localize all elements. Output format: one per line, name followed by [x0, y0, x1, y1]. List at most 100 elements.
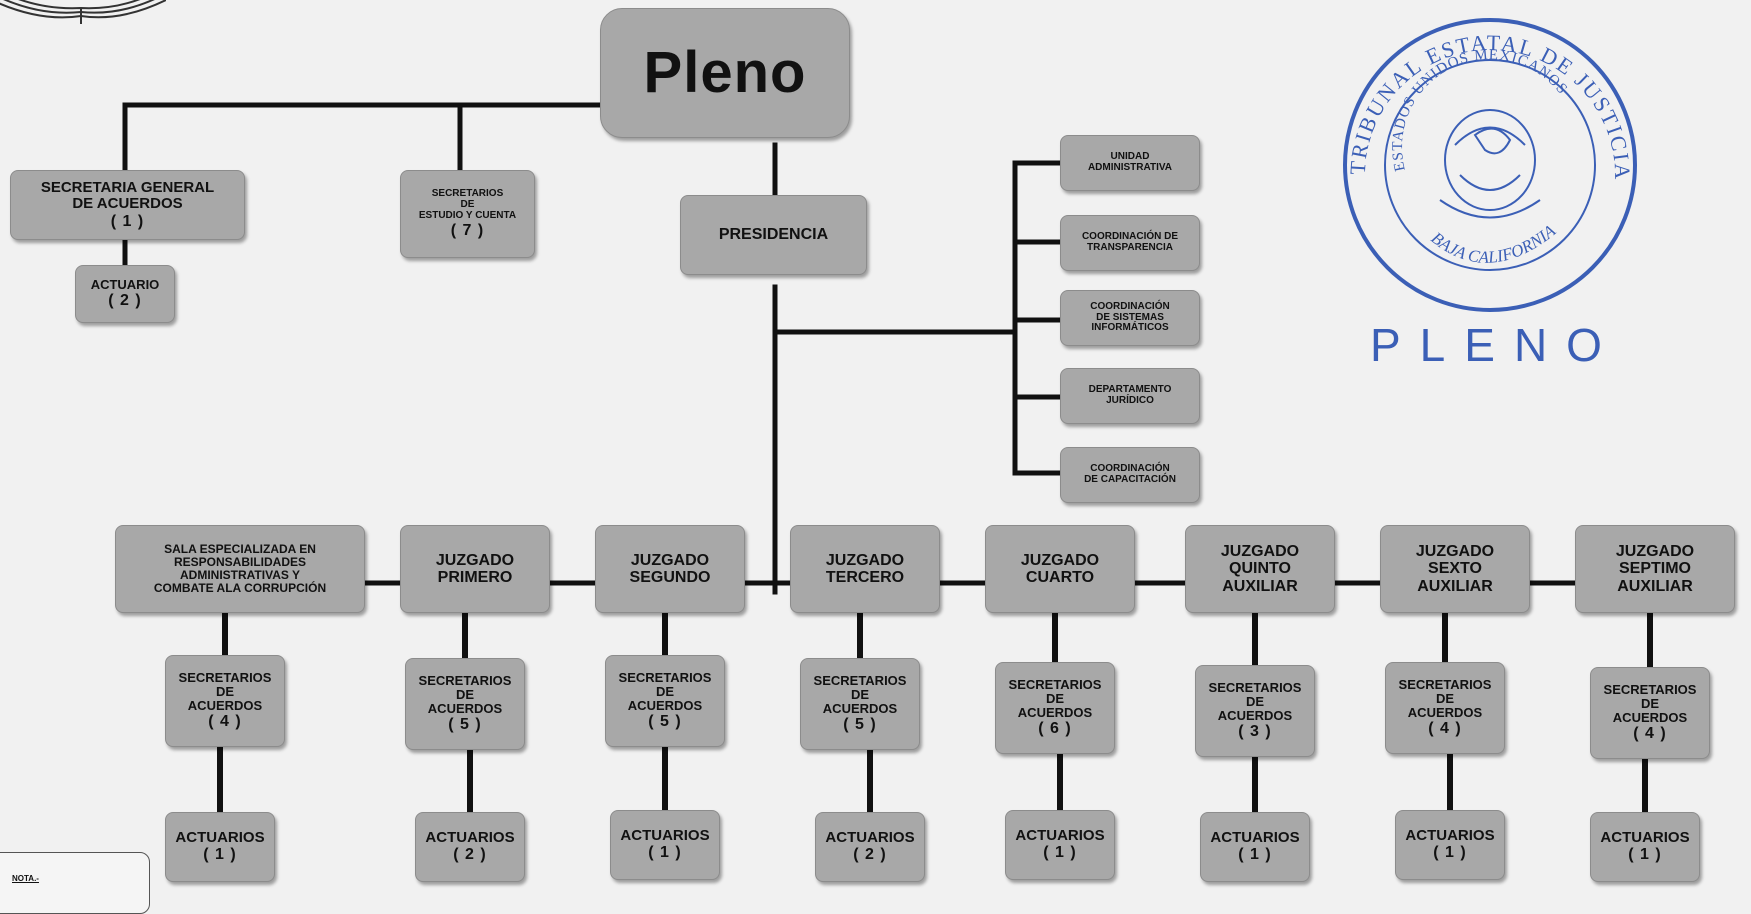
admin-unit-box-4-line-2: JURÍDICO [1106, 395, 1154, 406]
unit-header-box-2-line-2: PRIMERO [437, 569, 513, 586]
unit-header-box-1-line-3: ADMINISTRATIVAS Y [179, 568, 300, 582]
secretarios-box-2-line-3: ACUERDOS [427, 701, 503, 717]
unit-header-box-3-line-2: SEGUNDO [629, 569, 711, 586]
secretarios-estudio-box-line-2: DE [460, 198, 475, 210]
actuarios-box-1-line-2: ( 1 ) [203, 846, 237, 864]
unit-header-box-5-line-1: JUZGADO [1020, 551, 1100, 569]
secretaria-general-box-line-2: DE ACUERDOS [72, 195, 183, 213]
actuarios-box-5-line-2: ( 1 ) [1043, 844, 1077, 862]
actuarios-box-3-line-1: ACTUARIOS [620, 827, 710, 845]
unit-header-box-6-line-3: AUXILIAR [1222, 577, 1298, 595]
secretarios-box-3-line-3: ACUERDOS [627, 698, 703, 714]
actuarios-box-1-line-1: ACTUARIOS [175, 829, 265, 847]
secretarios-box-7-line-2: DE [1435, 691, 1455, 707]
secretarios-box-5-line-3: ACUERDOS [1017, 705, 1093, 721]
pleno-stamp-text: PLENO [1370, 319, 1621, 371]
admin-unit-box-5-line-1: COORDINACIÓN [1090, 463, 1170, 475]
actuarios-box-7: ACTUARIOS( 1 ) [1395, 810, 1505, 880]
actuarios-box-6-line-1: ACTUARIOS [1210, 829, 1300, 847]
actuarios-box-3: ACTUARIOS( 1 ) [610, 810, 720, 880]
secretarios-box-7-line-4: ( 4 ) [1428, 720, 1462, 738]
actuario-general-box-line-2: ( 2 ) [108, 292, 142, 310]
admin-unit-box-5-line-2: DE CAPACITACIÓN [1084, 474, 1176, 485]
secretarios-estudio-box-line-3: ESTUDIO Y CUENTA [418, 209, 517, 221]
unit-header-box-2-line-1: JUZGADO [435, 551, 515, 569]
secretarios-box-3-line-1: SECRETARIOS [618, 670, 712, 686]
admin-unit-box-3-line-2: DE SISTEMAS [1096, 311, 1164, 323]
actuarios-box-4-line-1: ACTUARIOS [825, 829, 915, 847]
official-seal: TRIBUNAL ESTATAL DE JUSTICIA ADMINISTRAT… [1335, 0, 1637, 312]
admin-unit-box-4-line-1: DEPARTAMENTO [1088, 384, 1172, 396]
actuarios-box-6-line-2: ( 1 ) [1238, 846, 1272, 864]
actuarios-box-7-line-2: ( 1 ) [1433, 844, 1467, 862]
secretarios-box-6-line-4: ( 3 ) [1238, 723, 1272, 741]
unit-header-box-8-line-2: SEPTIMO [1618, 560, 1691, 578]
admin-unit-box-3-line-3: INFORMÁTICOS [1091, 322, 1169, 334]
secretarios-box-6-line-3: ACUERDOS [1217, 708, 1293, 724]
unit-header-box-5-line-2: CUARTO [1025, 569, 1095, 586]
secretarios-box-5-line-4: ( 6 ) [1038, 720, 1072, 738]
unit-header-box-7-line-3: AUXILIAR [1417, 577, 1493, 595]
actuarios-box-8-line-2: ( 1 ) [1628, 846, 1662, 864]
secretarios-box-2-line-4: ( 5 ) [448, 716, 482, 734]
actuarios-box-2-line-2: ( 2 ) [453, 846, 487, 864]
unit-header-box-4-line-2: TERCERO [825, 569, 905, 586]
secretarios-estudio-box-line-4: ( 7 ) [450, 221, 485, 239]
actuario-general-box-line-1: ACTUARIO [90, 277, 160, 293]
secretarios-box-4-line-4: ( 5 ) [843, 716, 877, 734]
secretarios-box-3-line-2: DE [655, 684, 675, 700]
unit-header-box-4-line-1: JUZGADO [825, 551, 905, 569]
actuarios-box-5-line-1: ACTUARIOS [1015, 827, 1105, 845]
secretarios-box-2-line-2: DE [455, 687, 475, 703]
secretarios-box-1-line-3: ACUERDOS [187, 698, 263, 714]
actuarios-box-6: ACTUARIOS( 1 ) [1200, 812, 1310, 882]
secretarios-box-4-line-1: SECRETARIOS [813, 673, 907, 689]
secretarios-box-5-line-1: SECRETARIOS [1008, 677, 1102, 693]
admin-unit-box-3-line-1: COORDINACIÓN [1090, 300, 1170, 312]
secretaria-general-box-line-3: ( 1 ) [110, 212, 145, 230]
note-box [0, 852, 150, 914]
unit-header-box-6-line-1: JUZGADO [1220, 543, 1300, 561]
actuarios-box-2-line-1: ACTUARIOS [425, 829, 515, 847]
pleno-box-line-1: Pleno [643, 39, 807, 105]
actuarios-box-4-line-2: ( 2 ) [853, 846, 887, 864]
unit-header-box-8-line-3: AUXILIAR [1617, 577, 1693, 595]
secretarios-box-6-line-2: DE [1245, 694, 1265, 710]
admin-unit-box-2-line-1: COORDINACIÓN DE [1081, 231, 1179, 243]
secretarios-box-7-line-3: ACUERDOS [1407, 705, 1483, 721]
secretaria-general-box-line-1: SECRETARIA GENERAL [40, 179, 215, 197]
unit-header-box-1-line-2: RESPONSABILIDADES [173, 555, 307, 570]
seal-outer-text: TRIBUNAL ESTATAL DE JUSTICIA ADMINISTRAT… [1335, 0, 1633, 180]
actuarios-box-3-line-2: ( 1 ) [648, 844, 682, 862]
secretarios-box-8-line-4: ( 4 ) [1633, 725, 1667, 743]
actuarios-box-8-line-1: ACTUARIOS [1600, 829, 1690, 847]
secretarios-estudio-box-line-1: SECRETARIOS [431, 188, 504, 200]
presidencia-box: PRESIDENCIA [680, 195, 867, 275]
admin-unit-box-1-line-1: UNIDAD [1110, 151, 1150, 163]
unit-header-box-7-line-1: JUZGADO [1415, 543, 1495, 561]
secretarios-box-8-line-3: ACUERDOS [1612, 710, 1688, 726]
secretarios-box-4-line-2: DE [850, 687, 870, 703]
secretarios-box-8-line-2: DE [1640, 696, 1660, 712]
actuarios-box-1: ACTUARIOS( 1 ) [165, 812, 275, 882]
secretarios-box-6-line-1: SECRETARIOS [1208, 680, 1302, 696]
secretarios-box-4-line-3: ACUERDOS [822, 701, 898, 717]
actuarios-box-5: ACTUARIOS( 1 ) [1005, 810, 1115, 880]
actuarios-box-8: ACTUARIOS( 1 ) [1590, 812, 1700, 882]
